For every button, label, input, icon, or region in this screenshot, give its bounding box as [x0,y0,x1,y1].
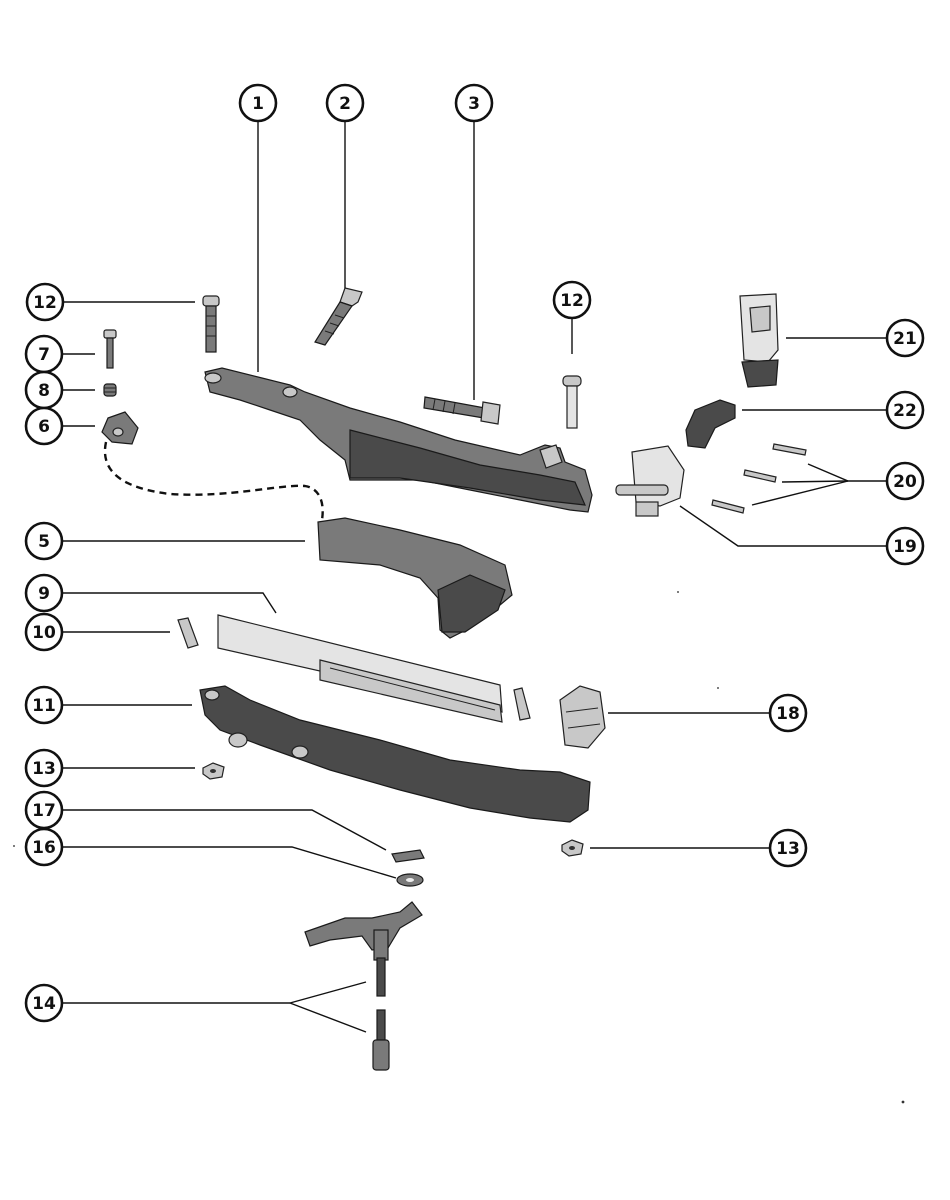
part-13-nut-left [202,762,225,780]
callout-10: 10 [24,612,64,652]
callout-circle [24,983,64,1023]
callout-16: 16 [24,827,64,867]
callout-12: 12 [552,280,592,320]
callout-number: 6 [38,417,50,437]
callout-number: 2 [339,94,351,114]
callout-number: 19 [893,537,917,557]
callout-number: 12 [560,291,584,311]
callout-1: 1 [238,83,278,123]
callout-number: 13 [776,839,800,859]
callout-number: 1 [252,94,264,114]
callout-circle [885,318,925,358]
part-9-plate [217,614,503,723]
callout-number: 3 [468,94,480,114]
part-1-upper-bracket [204,367,593,513]
part-17-clip [391,849,425,863]
callout-circle [24,521,64,561]
callout-circle [24,573,64,613]
part-7-screw [103,329,117,369]
callout-circle [885,526,925,566]
scan-specks [13,591,905,1104]
callout-number: 8 [38,381,50,401]
dashed-connection-line [103,441,324,521]
part-12-screw-left [202,295,220,353]
callout-circle [885,461,925,501]
callout-number: 16 [32,838,56,858]
callout-20: 20 [885,461,925,501]
callout-18: 18 [768,693,808,733]
callout-circle [24,612,64,652]
callout-circle [552,280,592,320]
callout-circle [885,390,925,430]
callout-22: 22 [885,390,925,430]
part-11-base-bracket [199,685,591,823]
callout-13: 13 [768,828,808,868]
callout-21: 21 [885,318,925,358]
leader-lines [62,121,886,1033]
part-18-pad [559,685,606,749]
callout-13: 13 [24,748,64,788]
part-6-clamp [101,411,139,445]
part-14-tiller-assembly [304,901,423,1071]
part-19-block [615,445,685,517]
callout-number: 11 [32,696,56,716]
callout-number: 18 [776,704,800,724]
part-8-spring [103,383,117,397]
callout-12: 12 [25,282,65,322]
callout-number: 9 [38,584,50,604]
callout-circle [24,748,64,788]
part-21-cover [739,293,779,388]
callout-2: 2 [325,83,365,123]
callout-circle [768,693,808,733]
callout-number: 7 [38,345,50,365]
callout-circle [768,828,808,868]
callout-number: 21 [893,329,917,349]
callout-number: 17 [32,801,56,821]
callout-11: 11 [24,685,64,725]
callout-circle [24,406,64,446]
callout-circle [24,685,64,725]
callout-number: 22 [893,401,917,421]
part-13-nut-right [561,839,584,857]
callout-number: 12 [33,293,57,313]
part-16-washer [396,873,424,887]
part-2-screw [314,287,363,346]
callout-19: 19 [885,526,925,566]
part-22-lever [685,399,736,449]
callout-5: 5 [24,521,64,561]
callout-14: 14 [24,983,64,1023]
callout-number: 5 [38,532,50,552]
callout-circle [454,83,494,123]
callout-circle [325,83,365,123]
part-5-bracket [317,517,513,639]
callout-3: 3 [454,83,494,123]
callout-6: 6 [24,406,64,446]
callout-number: 13 [32,759,56,779]
callout-circle [238,83,278,123]
callout-circle [25,282,65,322]
callout-9: 9 [24,573,64,613]
callout-number: 14 [32,994,56,1014]
callout-number: 20 [893,472,917,492]
callout-8: 8 [24,370,64,410]
part-10-insert [177,617,531,721]
callout-circle [24,827,64,867]
part-12-screw-right [562,375,582,429]
callout-7: 7 [24,334,64,374]
callout-number: 10 [32,623,56,643]
part-3-bolt [423,396,501,425]
callout-17: 17 [24,790,64,830]
part-20-pins [711,443,807,514]
